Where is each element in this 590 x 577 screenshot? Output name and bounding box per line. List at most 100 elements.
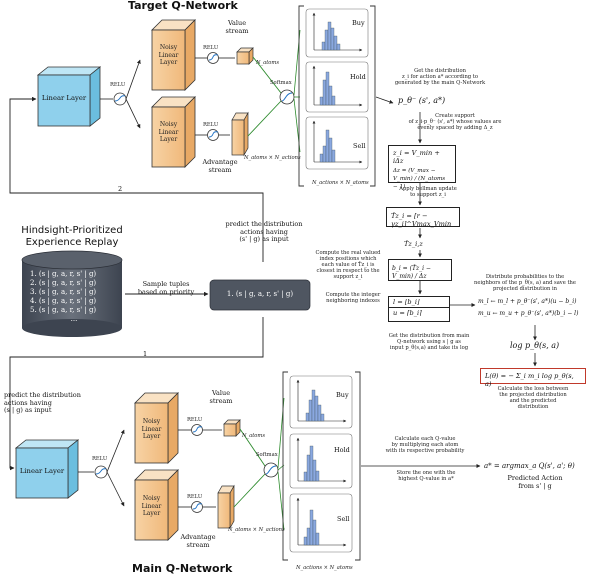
argmax-eq: a* = argmax_a Q(s', a'; θ): [484, 462, 575, 470]
target-softmax-node: [279, 89, 295, 105]
l-eq: l = ⌊b_i⌋: [389, 297, 449, 308]
m-u-eq: m_u ← m_u + p_θ⁻(s', a*)(b_i − l): [478, 310, 579, 317]
tz-eq: T̂z_i = [r − γz_i]^Vmax_Vmin: [391, 212, 452, 228]
target-value-stream-label: Value stream: [225, 19, 249, 35]
target-buy-distribution: [305, 8, 369, 58]
predict-next-label: predict the distribution actions having …: [225, 220, 303, 243]
main-advantage-block: [217, 484, 235, 530]
main-relu-adv-label: RELU: [187, 494, 203, 500]
replay-row: 5. (s | g, a, r, s' | g): [30, 306, 97, 314]
m-l-eq: m_l ← m_l + p_θ⁻(s', a*)(u − b_i): [478, 298, 577, 305]
p-target-eq: p_θ⁻ (s', a*): [398, 96, 446, 105]
sample-label: Sample tuples based on priority: [137, 280, 195, 296]
replay-row: 3. (s | g, a, r, s' | g): [30, 288, 97, 296]
replay-rows: 1. (s | g, a, r, s' | g) 2. (s | g, a, r…: [30, 270, 118, 324]
replay-buffer-cylinder: [21, 250, 123, 337]
integer-index-box: l = ⌊b_i⌋ u = ⌈b_i⌉: [388, 296, 450, 322]
b-eq: b_i = (T̂z_i − V_min) / Δz: [392, 265, 431, 280]
main-bottom-label: N_actions × N_atoms: [296, 565, 353, 571]
main-relu-node: [94, 465, 108, 479]
replay-row: 1. (s | g, a, r, s' | g): [30, 270, 97, 278]
store-note: Store the one with the highest Q-value i…: [396, 470, 456, 482]
z-eq: z_i = V_min + iΔz: [393, 149, 440, 165]
replay-row: 2. (s | g, a, r, s' | g): [30, 279, 97, 287]
main-sell-distribution: [289, 493, 353, 553]
main-relu-value: [191, 424, 203, 436]
main-softmax-label: Softmax: [256, 452, 278, 458]
int-note: Compute the integer neighboring indexes: [325, 292, 381, 304]
main-linear-layer-block: [14, 439, 80, 499]
support-equation-box: z_i = V_min + iΔz Δz = (V_max − V_min) /…: [388, 145, 456, 190]
main-n-atoms-actions-label: N_atoms × N_actions: [228, 527, 285, 533]
main-value-stream-label: Value stream: [209, 389, 233, 405]
target-noisy-layer-top: [151, 19, 196, 91]
target-buy-label: Buy: [352, 19, 365, 27]
main-hold-label: Hold: [334, 446, 350, 454]
main-advantage-stream-label: Advantage stream: [180, 533, 216, 549]
index-note: Compute the real valued index positions …: [315, 250, 381, 280]
target-relu-adv-label: RELU: [203, 122, 219, 128]
predict-current-label: predict the distribution actions having …: [4, 391, 81, 414]
main-noisy-layer-top: [134, 392, 179, 464]
predicted-action-label: Predicted Action from s' | g: [507, 474, 563, 490]
target-n-atoms-actions-label: N_atoms × N_actions: [244, 155, 301, 161]
create-support-note: Create support of z_i·p_θ⁻ (s', a*) whos…: [408, 113, 502, 131]
target-sell-distribution: [305, 116, 369, 170]
target-noisy-layer-bottom: [151, 96, 196, 168]
main-linear-layer-label: Linear Layer: [19, 467, 65, 475]
target-linear-layer-label: Linear Layer: [41, 94, 87, 102]
q-value-note: Calculate each Q-value by multiplying ea…: [385, 436, 465, 454]
main-hold-distribution: [289, 433, 353, 489]
target-value-cube: [236, 47, 254, 65]
sampled-tuple-box: [209, 279, 311, 311]
target-relu-value-label: RELU: [203, 45, 219, 51]
target-bottom-label: N_actions × N_atoms: [312, 180, 369, 186]
log-eq: log p_θ(s, a): [510, 341, 560, 350]
target-softmax-label: Softmax: [270, 80, 292, 86]
target-advantage-block: [231, 111, 249, 157]
replay-row: 4. (s | g, a, r, s' | g): [30, 297, 97, 305]
main-value-cube: [223, 419, 241, 437]
main-buy-label: Buy: [336, 391, 349, 399]
sampled-tuple-text: 1. (s | g, a, r, s' | g): [226, 290, 294, 298]
target-hold-distribution: [305, 61, 369, 113]
replay-title: Hindsight-Prioritized Experience Replay: [21, 225, 123, 248]
main-relu-label: RELU: [92, 456, 108, 462]
main-buy-distribution: [289, 375, 353, 429]
target-relu-value: [207, 52, 219, 64]
index-equation-box: b_i = (T̂z_i − V_min) / Δz: [388, 259, 452, 281]
arrow-label-2: 2: [118, 185, 123, 193]
main-network-title: Main Q-Network: [132, 562, 233, 575]
main-sell-label: Sell: [337, 515, 350, 523]
main-output-bracket: [282, 371, 361, 561]
target-network-title: Target Q-Network: [128, 0, 238, 12]
main-relu-value-label: RELU: [187, 417, 203, 423]
main-n-atoms-label: N_atoms: [242, 433, 266, 439]
loss-equation-box: L(θ) = − Σ_i m_i log p_θ(s, a): [480, 368, 586, 388]
loss-eq: L(θ) = − Σ_i m_i log p_θ(s, a): [485, 372, 574, 388]
arrow-label-1: 1: [143, 350, 148, 358]
main-softmax-node: [263, 462, 279, 478]
target-relu-advantage: [207, 129, 219, 141]
replay-row: ...: [70, 315, 78, 323]
distribute-note: Distribute probabilities to the neighbor…: [474, 274, 576, 292]
main-dist-note: Get the distribution from main Q-network…: [388, 333, 470, 351]
bellman-equation-box: T̂z_i = [r − γz_i]^Vmax_Vmin: [386, 207, 460, 228]
target-n-atoms-label: N_atoms: [256, 60, 280, 66]
target-linear-layer-block: [36, 66, 102, 127]
target-output-bracket: [298, 5, 376, 187]
target-advantage-stream-label: Advantage stream: [202, 158, 238, 174]
main-noisy-layer-bottom: [134, 469, 179, 541]
target-relu-label: RELU: [110, 82, 126, 88]
loss-note: Calculate the loss between the projected…: [497, 386, 569, 410]
u-eq: u = ⌈b_i⌉: [393, 309, 422, 317]
target-hold-label: Hold: [350, 73, 366, 81]
tz-bar: T̂z_i,z: [404, 240, 423, 248]
target-relu-node: [113, 92, 127, 106]
dz-eq: Δz = (V_max − V_min) / (N_atoms − 1): [393, 168, 446, 190]
